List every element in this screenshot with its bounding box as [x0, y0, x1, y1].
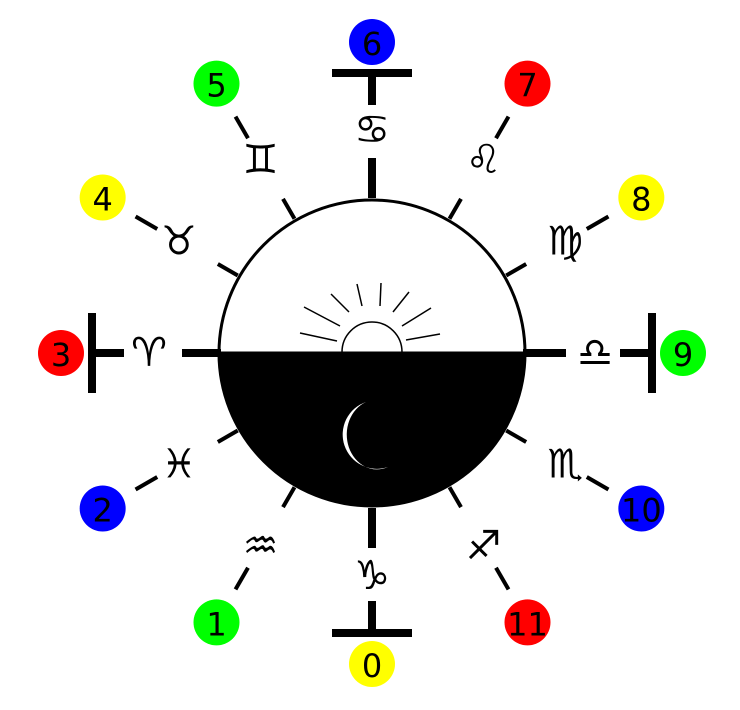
inner-tick	[216, 262, 239, 278]
number-label: 10	[621, 492, 662, 530]
outer-tick	[233, 115, 250, 140]
number-badge	[349, 19, 395, 65]
zodiac-segments: ♑0♒1♓2♈3♉4♊5♋6♌7♍8♎9♏10♐11	[38, 19, 706, 687]
inner-tick	[505, 428, 528, 444]
segment-11: ♐11	[447, 486, 551, 646]
aries-icon: ♈	[131, 330, 167, 376]
libra-icon: ♎	[577, 330, 613, 376]
outer-tick	[233, 566, 250, 591]
number-label: 6	[362, 25, 382, 63]
number-badge	[38, 330, 84, 376]
scorpio-icon: ♏	[547, 442, 583, 488]
gemini-icon: ♊	[243, 137, 279, 183]
center-disc	[217, 198, 527, 508]
inner-tick	[281, 197, 297, 220]
day-half	[217, 198, 527, 355]
number-label: 2	[92, 492, 112, 530]
cancer-icon: ♋	[354, 107, 390, 153]
inner-tick	[447, 197, 463, 220]
aquarius-icon: ♒	[243, 523, 279, 569]
outer-tick	[494, 566, 511, 591]
number-badge	[618, 174, 665, 221]
segment-6: ♋6	[332, 19, 412, 198]
number-badge	[193, 599, 240, 646]
number-badge	[618, 485, 665, 532]
pisces-icon: ♓	[161, 442, 197, 488]
segment-9: ♎9	[577, 313, 706, 393]
segment-5: ♊5	[193, 60, 297, 220]
number-label: 11	[507, 605, 548, 643]
capricorn-icon: ♑	[354, 553, 390, 599]
leo-icon: ♌	[466, 137, 502, 183]
outer-tick	[585, 214, 610, 231]
number-badge	[79, 174, 126, 221]
segment-1: ♒1	[193, 486, 297, 646]
number-label: 4	[92, 181, 112, 219]
number-badge	[504, 60, 551, 107]
number-label: 3	[51, 336, 71, 374]
taurus-icon: ♉	[161, 219, 197, 265]
number-badge	[660, 330, 706, 376]
night-half	[217, 351, 527, 508]
segment-3: ♈3	[38, 313, 167, 393]
number-label: 1	[206, 605, 226, 643]
inner-tick	[447, 486, 463, 509]
number-badge	[349, 641, 395, 687]
inner-tick	[216, 428, 239, 444]
outer-tick	[134, 214, 159, 231]
outer-tick	[494, 115, 511, 140]
virgo-icon: ♍	[547, 219, 583, 265]
segment-7: ♌7	[447, 60, 551, 220]
rising-sun-icon	[299, 282, 441, 353]
number-label: 8	[631, 181, 651, 219]
number-badge	[193, 60, 240, 107]
sagittarius-icon: ♐	[466, 523, 502, 569]
segment-4: ♉4	[79, 174, 239, 278]
number-badge	[79, 485, 126, 532]
segment-10: ♏ 10	[505, 428, 665, 532]
outer-tick	[134, 475, 159, 492]
segment-2: ♓2	[79, 428, 239, 532]
number-label: 0	[362, 647, 382, 685]
number-badge	[504, 599, 551, 646]
number-label: 5	[206, 67, 226, 105]
inner-tick	[281, 486, 297, 509]
number-label: 7	[517, 67, 537, 105]
inner-tick	[505, 262, 528, 278]
segment-8: ♍8	[505, 174, 665, 278]
outer-tick	[585, 475, 610, 492]
number-label: 9	[673, 336, 693, 374]
segment-0: ♑0	[332, 508, 412, 687]
